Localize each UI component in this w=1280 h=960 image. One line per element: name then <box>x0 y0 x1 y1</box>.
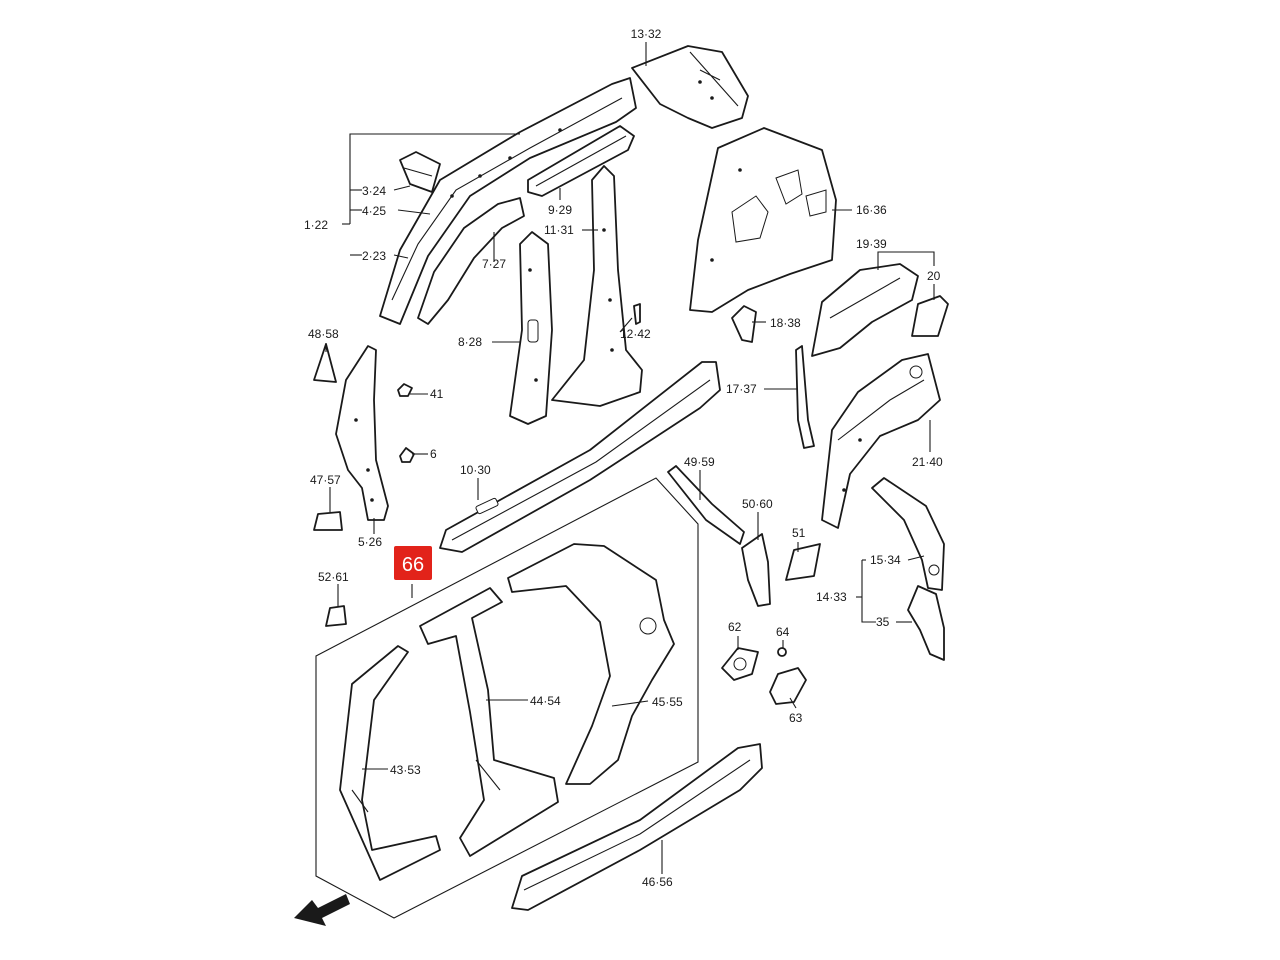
part-17-37-shape <box>795 345 815 449</box>
label-63: 63 <box>789 711 803 725</box>
label-5-26: 5·26 <box>358 535 382 549</box>
label-52-61: 52·61 <box>318 570 349 584</box>
part-50-60-shape <box>741 533 771 607</box>
label-17-37: 17·37 <box>726 382 757 396</box>
part-15-34-shape <box>871 477 945 591</box>
label-10-30: 10·30 <box>460 463 491 477</box>
part-11-31-shape <box>551 165 643 407</box>
part-35-shape <box>907 585 945 661</box>
label-50-60: 50·60 <box>742 497 773 511</box>
label-7-27: 7·27 <box>482 257 506 271</box>
part-46-56-shape <box>511 743 763 911</box>
part-7-27-shape <box>417 197 525 325</box>
label-18-38: 18·38 <box>770 316 801 330</box>
part-20-shape <box>911 295 949 337</box>
callout-labels: 13·32 16·36 19·39 20 1·22 3·24 4·25 2·23… <box>304 27 943 889</box>
label-20: 20 <box>927 269 941 283</box>
label-47-57: 47·57 <box>310 473 341 487</box>
label-64: 64 <box>776 625 790 639</box>
label-11-31: 11·31 <box>544 223 574 237</box>
label-43-53: 43·53 <box>390 763 421 777</box>
label-44-54: 44·54 <box>530 694 561 708</box>
label-21-40: 21·40 <box>912 455 943 469</box>
part-41-shape <box>397 383 413 397</box>
label-41: 41 <box>430 387 444 401</box>
part-10-30-shape <box>439 361 721 553</box>
part-roof-rail-shape <box>379 77 637 325</box>
label-62: 62 <box>728 620 742 634</box>
part-62-shape <box>721 647 759 681</box>
label-12-42: 12·42 <box>620 327 651 341</box>
label-66: 66 <box>402 554 424 576</box>
label-13-32: 13·32 <box>631 27 662 41</box>
part-21-40-shape <box>821 353 941 529</box>
part-66-outer-panel-shape <box>315 477 699 919</box>
part-49-59-shape <box>667 465 745 545</box>
part-52-61-shape <box>325 605 347 627</box>
leader-lines <box>325 42 935 874</box>
label-3-24: 3·24 <box>362 184 386 198</box>
label-15-34: 15·34 <box>870 553 901 567</box>
label-49-59: 49·59 <box>684 455 715 469</box>
front-direction-arrow-icon <box>294 894 350 926</box>
label-9-29: 9·29 <box>548 203 572 217</box>
part-9-29-shape <box>527 125 635 197</box>
label-16-36: 16·36 <box>856 203 887 217</box>
part-8-28-shape <box>509 231 553 425</box>
label-8-28: 8·28 <box>458 335 482 349</box>
label-19-39: 19·39 <box>856 237 887 251</box>
part-6-shape <box>399 447 415 463</box>
label-35: 35 <box>876 615 890 629</box>
label-4-25: 4·25 <box>362 204 386 218</box>
part-19-39-shape <box>811 263 919 357</box>
part-48-58-shape <box>313 343 337 383</box>
label-2-23: 2·23 <box>362 249 386 263</box>
part-12-42-shape <box>633 303 641 325</box>
part-47-57-shape <box>313 511 343 531</box>
part-5-26-shape <box>335 345 389 521</box>
part-18-38-shape <box>731 305 757 343</box>
label-48-58: 48·58 <box>308 327 339 341</box>
highlight-callout-66[interactable]: 66 <box>394 546 432 580</box>
label-14-33: 14·33 <box>816 590 847 604</box>
part-16-36-shape <box>689 127 837 313</box>
part-64-shape <box>777 647 787 657</box>
part-51-shape <box>785 543 821 581</box>
label-6: 6 <box>430 447 437 461</box>
part-13-32-shape <box>631 45 749 129</box>
label-45-55: 45·55 <box>652 695 683 709</box>
part-63-shape <box>769 667 807 705</box>
label-46-56: 46·56 <box>642 875 673 889</box>
label-1-22: 1·22 <box>304 218 328 232</box>
label-51: 51 <box>792 526 806 540</box>
